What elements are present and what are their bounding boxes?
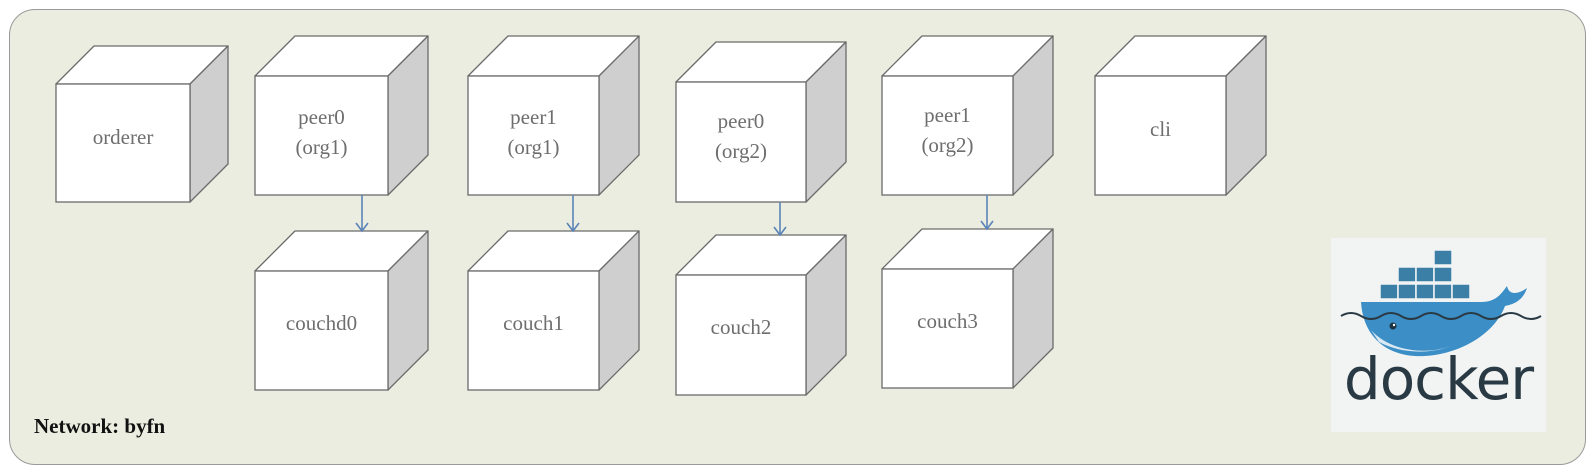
container-box-peer1-org1: peer1 (org1) <box>467 35 640 196</box>
network-label: Network: byfn <box>34 414 166 438</box>
docker-whale-icon <box>1340 249 1542 357</box>
link-arrow-peer1-org2-to-couchdb3 <box>980 195 994 231</box>
container-label-peer1-org1-line1: peer1 <box>510 105 557 129</box>
container-box-orderer: orderer <box>55 45 229 203</box>
container-label-peer0-org1-line2: (org1) <box>295 135 347 159</box>
container-label-peer1-org1-line2: (org1) <box>507 135 559 159</box>
link-arrow-peer1-org1-to-couchdb1 <box>566 195 580 233</box>
container-label-peer1-org2-line1: peer1 <box>924 103 971 127</box>
docker-wordmark: docker <box>1343 345 1534 413</box>
container-box-couchdb0: couchd0 <box>254 230 429 391</box>
container-label-cli: cli <box>1150 117 1171 141</box>
link-arrow-peer0-org1-to-couchdb0 <box>355 195 369 233</box>
container-box-couchdb3: couch3 <box>881 228 1054 389</box>
container-label-couchdb3: couch3 <box>917 309 978 333</box>
container-label-couchdb1: couch1 <box>503 311 564 335</box>
container-label-peer1-org2-line2: (org2) <box>921 133 973 157</box>
container-box-peer1-org2: peer1 (org2) <box>881 35 1054 196</box>
container-label-peer0-org2-line1: peer0 <box>718 109 765 133</box>
container-box-couchdb2: couch2 <box>675 234 847 396</box>
container-label-couchdb2: couch2 <box>711 315 772 339</box>
container-box-cli: cli <box>1094 35 1267 196</box>
container-box-couchdb1: couch1 <box>467 230 640 391</box>
container-label-peer0-org1-line1: peer0 <box>298 105 345 129</box>
container-box-peer0-org1: peer0 (org1) <box>254 35 429 196</box>
container-label-peer0-org2-line2: (org2) <box>715 139 767 163</box>
container-box-peer0-org2: peer0 (org2) <box>675 41 847 203</box>
link-arrow-peer0-org2-to-couchdb2 <box>773 202 787 237</box>
container-label-orderer: orderer <box>93 125 154 149</box>
container-label-couchdb0: couchd0 <box>286 311 357 335</box>
docker-logo: docker <box>1331 238 1546 432</box>
